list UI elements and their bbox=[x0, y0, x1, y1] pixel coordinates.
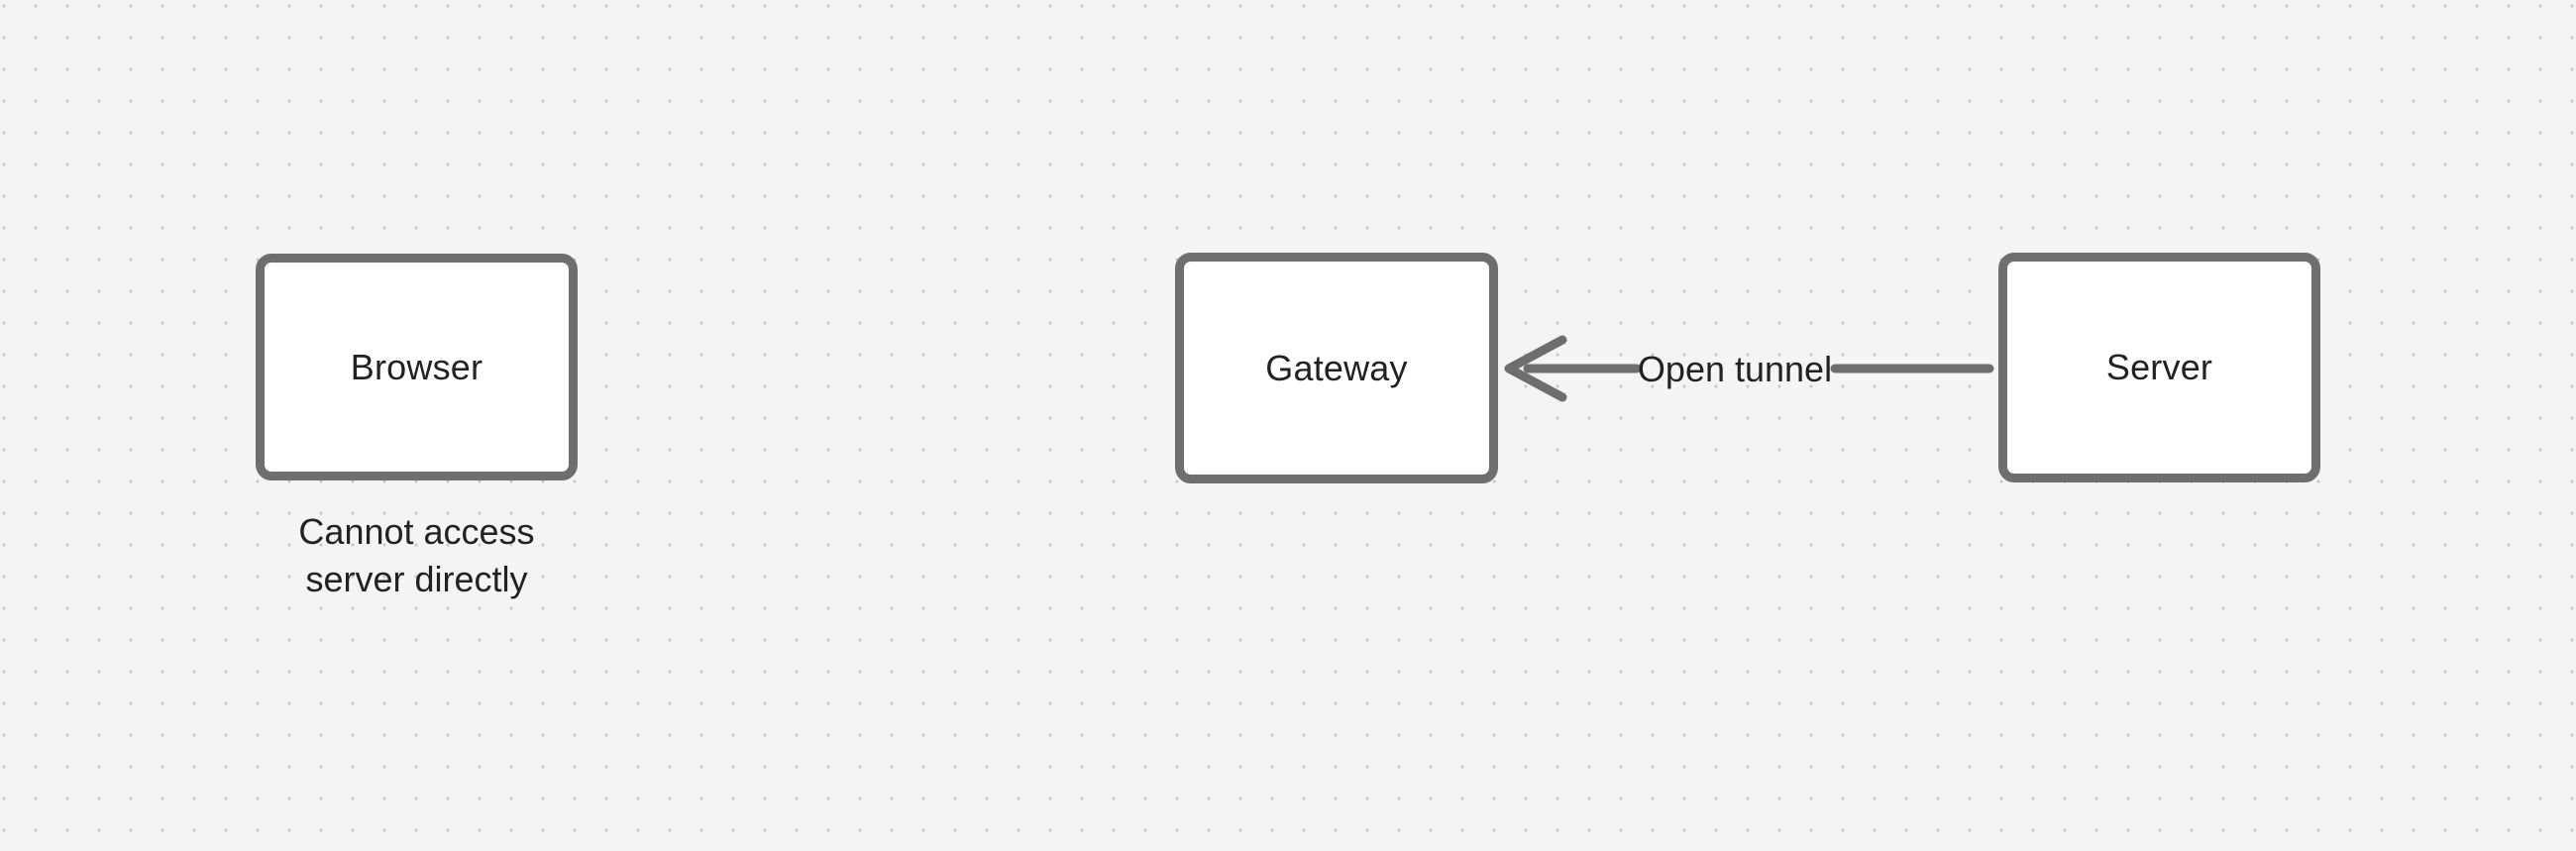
browser-note-text[interactable]: Cannot access server directly bbox=[298, 511, 535, 599]
node-gateway[interactable]: Gateway bbox=[1175, 253, 1498, 483]
node-server[interactable]: Server bbox=[1998, 253, 2320, 482]
node-server-label: Server bbox=[2105, 347, 2213, 387]
connector-label[interactable]: Open tunnel bbox=[1637, 349, 1833, 389]
node-browser-label: Browser bbox=[350, 346, 483, 387]
arrowhead-left-icon bbox=[1504, 335, 1567, 402]
node-browser[interactable]: Browser bbox=[256, 254, 578, 480]
node-gateway-label: Gateway bbox=[1265, 347, 1408, 388]
